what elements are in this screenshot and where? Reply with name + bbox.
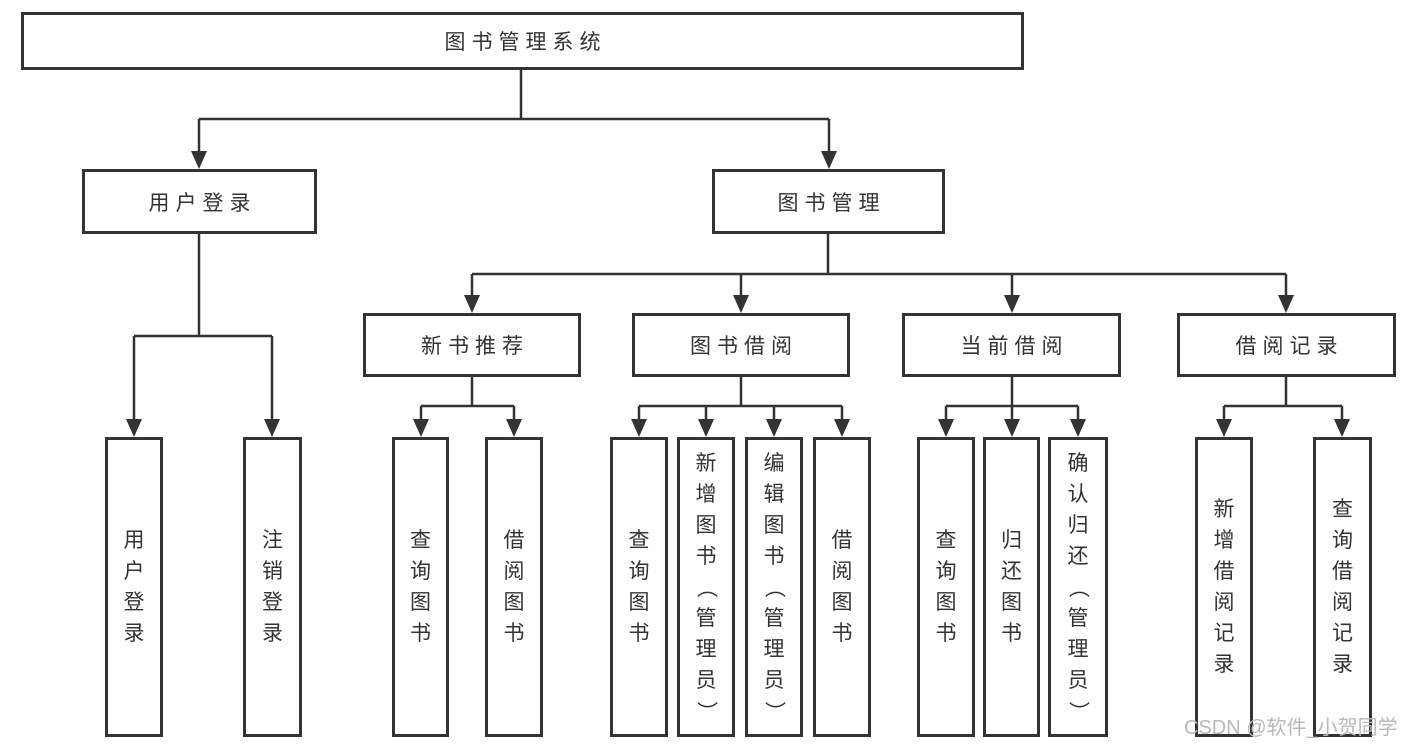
node-label: 用户登录: [123, 529, 145, 645]
node-label: 查询借阅记录: [1332, 498, 1353, 676]
connector-new-rec-leaves: [413, 377, 522, 437]
node-label: 借阅记录: [1235, 335, 1344, 358]
node-label: 确认归还（管理员）: [1066, 451, 1090, 722]
node-label: 借阅图书: [831, 529, 853, 645]
node-label: 借阅图书: [503, 529, 525, 645]
node-book-borrow: 图书借阅: [632, 313, 850, 377]
node-label: 编辑图书（管理员）: [762, 451, 786, 722]
node-label: 图书借阅: [690, 335, 798, 358]
node-leaf-query-book-2: 查询图书: [610, 437, 668, 737]
node-label: 图书管理: [777, 191, 886, 215]
node-leaf-query-book-1: 查询图书: [392, 437, 449, 737]
connector-user-login-branch: [126, 234, 280, 437]
node-new-book-recommend: 新书推荐: [363, 313, 581, 377]
node-current-borrow: 当前借阅: [902, 313, 1121, 377]
connector-current-borrow-leaves: [938, 377, 1086, 437]
node-root: 图书管理系统: [21, 12, 1024, 70]
node-leaf-confirm-return-admin: 确认归还（管理员）: [1048, 437, 1108, 737]
node-user-login-branch: 用户登录: [82, 169, 317, 234]
node-label: 查询图书: [935, 529, 957, 645]
node-label: 新增借阅记录: [1213, 498, 1235, 676]
node-label: 当前借阅: [960, 335, 1069, 358]
connector-book-borrow-leaves: [631, 377, 850, 437]
node-leaf-edit-book-admin: 编辑图书（管理员）: [745, 437, 803, 737]
node-book-management: 图书管理: [712, 169, 945, 234]
node-leaf-query-book-3: 查询图书: [917, 437, 975, 737]
node-label: 用户登录: [148, 191, 257, 215]
watermark: CSDN @软件_小贺同学: [1184, 717, 1398, 739]
node-leaf-logout: 注销登录: [243, 437, 302, 737]
node-borrow-record: 借阅记录: [1177, 313, 1396, 377]
node-leaf-query-borrow-record: 查询借阅记录: [1313, 437, 1372, 737]
node-label: 新增图书（管理员）: [694, 451, 718, 722]
node-label: 查询图书: [410, 529, 431, 645]
node-label: 查询图书: [628, 529, 650, 645]
node-leaf-return-book: 归还图书: [983, 437, 1040, 737]
node-label: 新书推荐: [421, 335, 529, 358]
node-leaf-user-login: 用户登录: [105, 437, 163, 737]
connector-book-mgmt-branch: [464, 234, 1294, 313]
node-leaf-add-book-admin: 新增图书（管理员）: [677, 437, 735, 737]
connector-root-to-level2: [191, 70, 837, 169]
node-label: 图书管理系统: [444, 31, 607, 54]
node-label: 归还图书: [1001, 529, 1022, 645]
node-leaf-borrow-book-2: 借阅图书: [813, 437, 871, 737]
node-leaf-add-borrow-record: 新增借阅记录: [1195, 437, 1253, 737]
connector-borrow-record-leaves: [1216, 377, 1350, 437]
node-leaf-borrow-book-1: 借阅图书: [485, 437, 543, 737]
node-label: 注销登录: [262, 529, 283, 645]
